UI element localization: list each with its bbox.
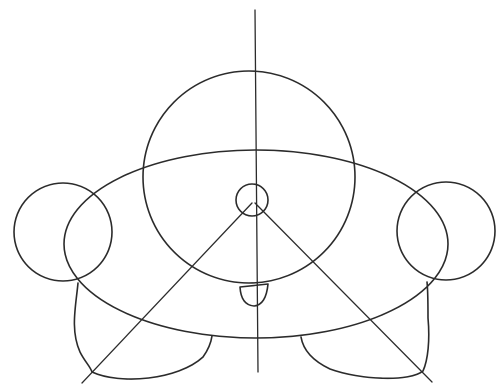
left-foot — [74, 283, 212, 379]
mouth-shape — [240, 284, 268, 306]
left-diagonal-guide — [82, 203, 252, 383]
right-diagonal-guide — [255, 203, 432, 382]
head-circle — [143, 71, 355, 283]
vertical-center-line — [255, 10, 258, 372]
right-foot — [301, 282, 429, 378]
left-hand-circle — [14, 183, 112, 281]
